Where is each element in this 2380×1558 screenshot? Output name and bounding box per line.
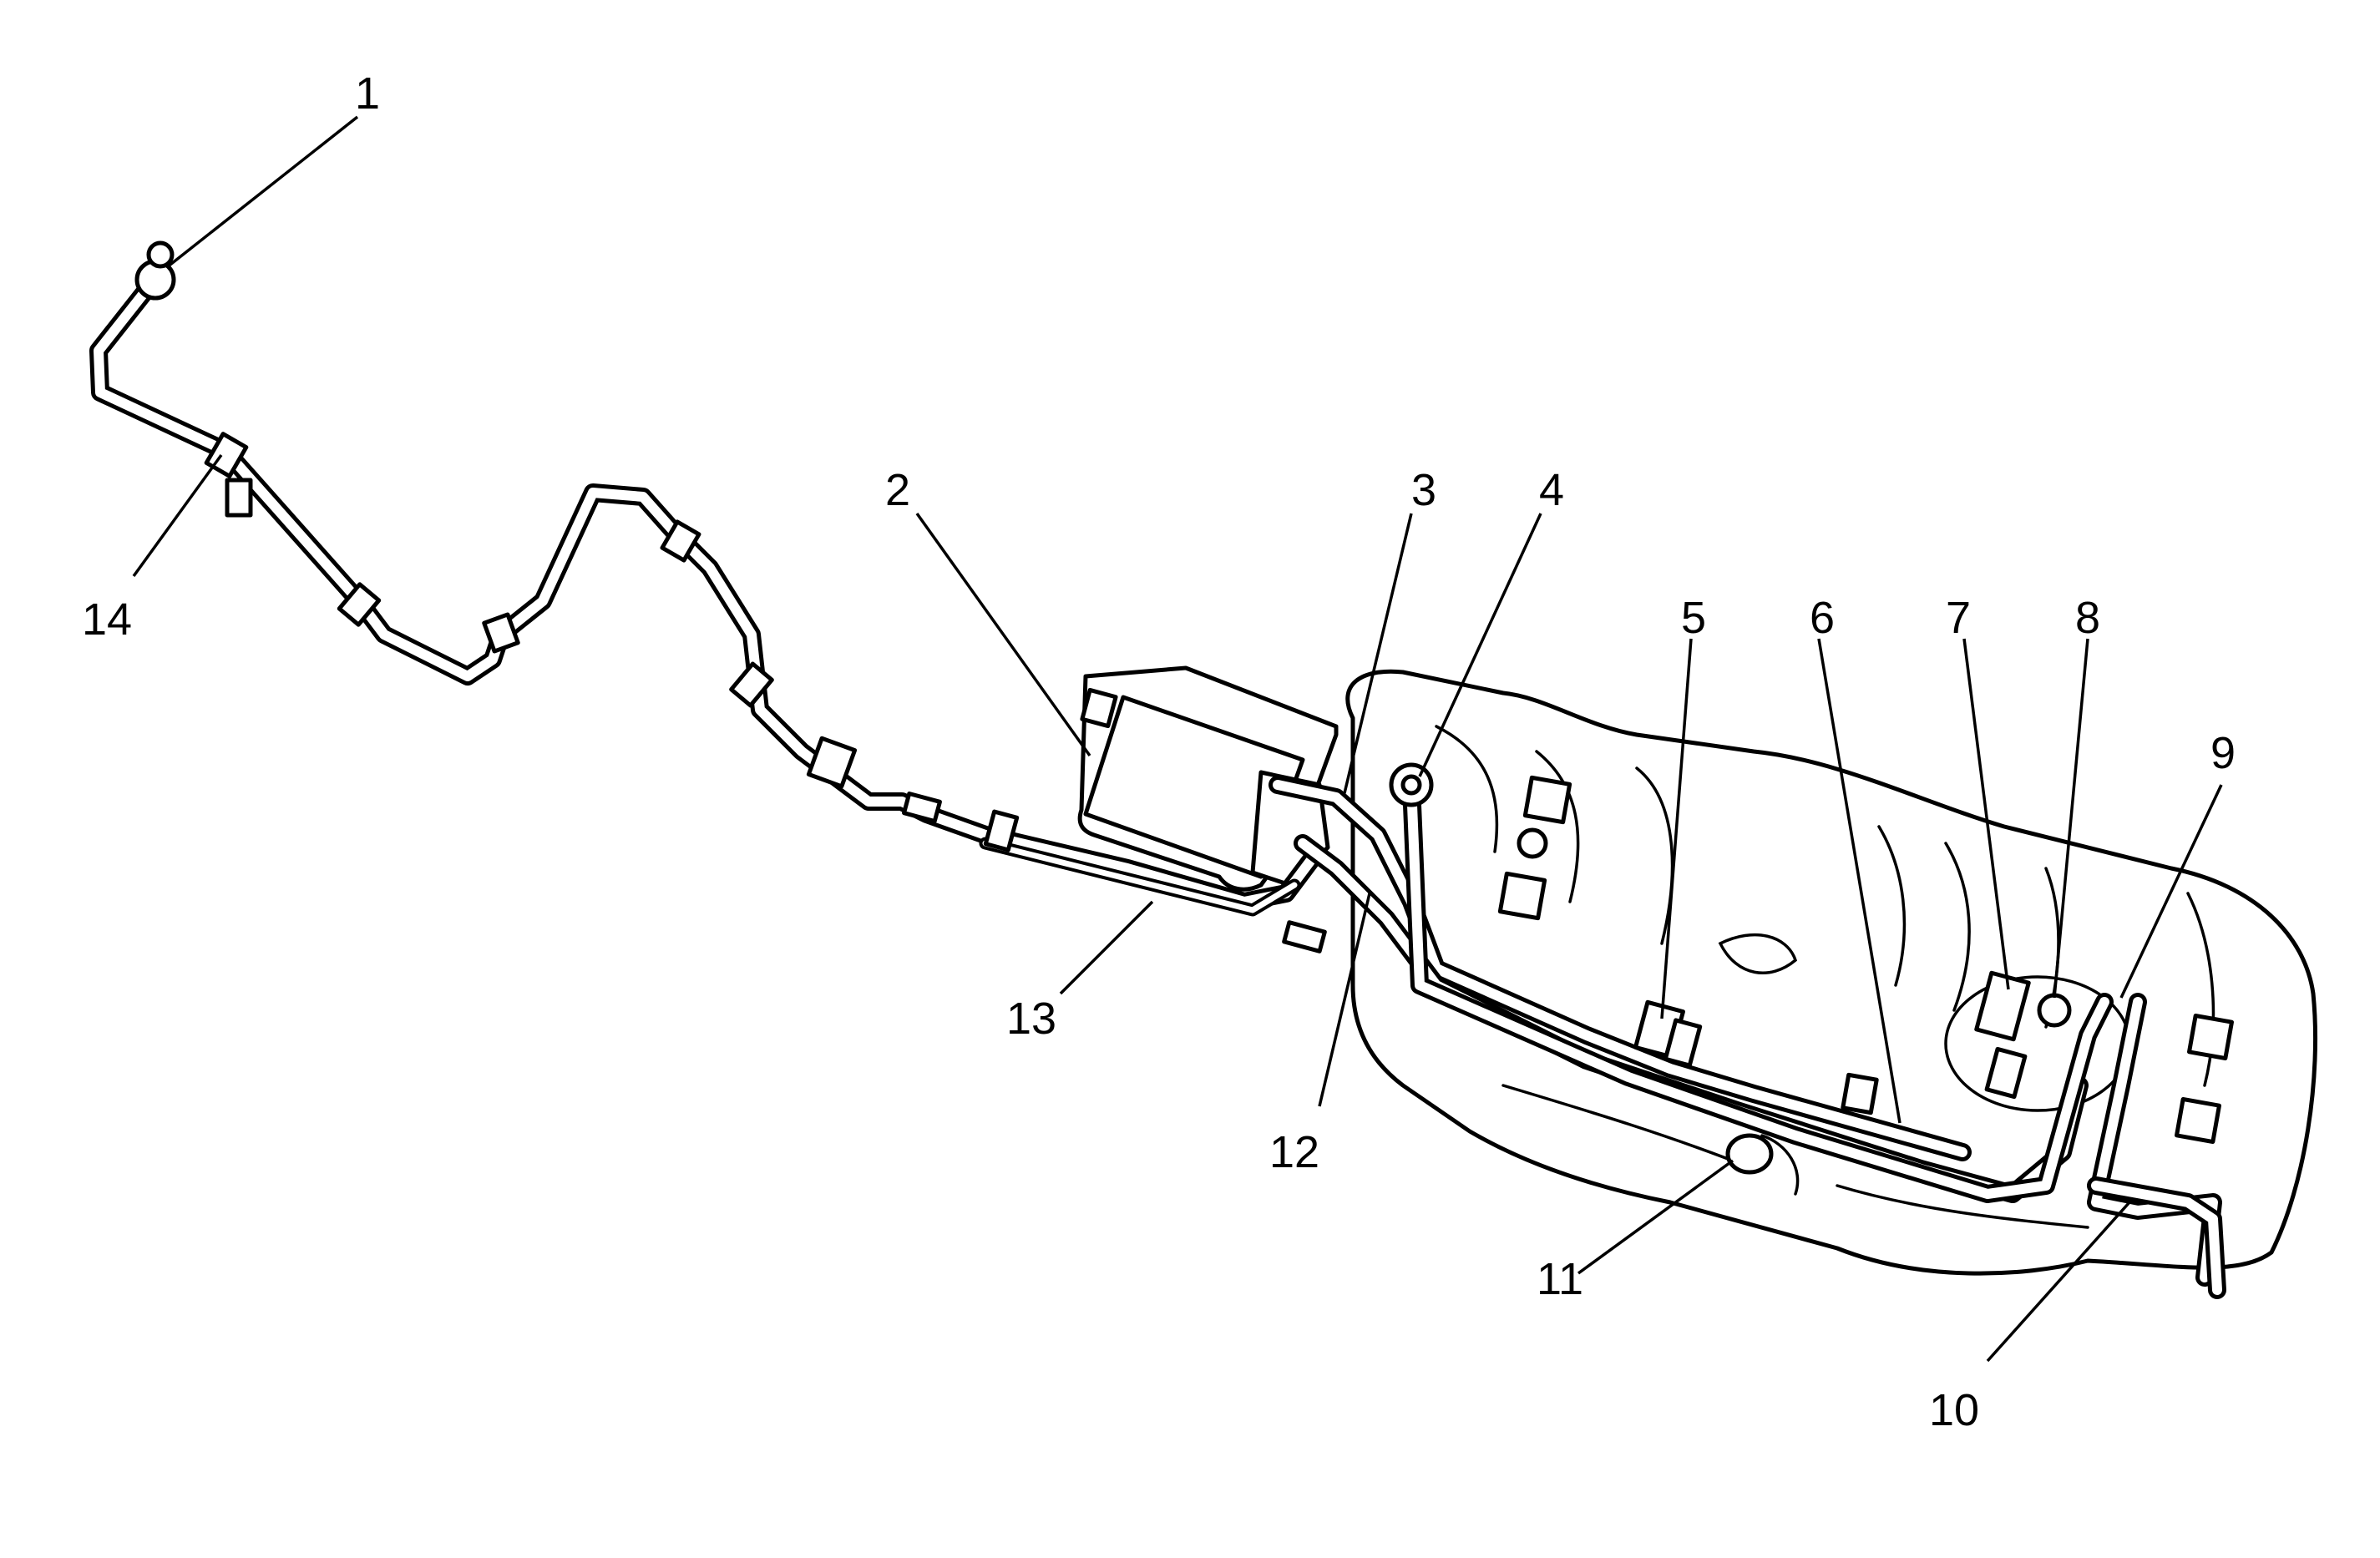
callout-6: 6: [1810, 593, 1835, 643]
callout-9: 9: [2210, 728, 2236, 778]
callout-8: 8: [2075, 593, 2100, 643]
fuel-tank: [1345, 669, 2318, 1276]
callout-1: 1: [355, 68, 380, 119]
callout-labels: 1 2 3 4 5 6 7 8 9 10 11 12 13 14: [82, 68, 2236, 1435]
callout-3: 3: [1411, 465, 1436, 515]
callout-5: 5: [1681, 593, 1706, 643]
callout-7: 7: [1946, 593, 1971, 643]
evap-canister: [1077, 665, 1339, 892]
callout-12: 12: [1269, 1127, 1319, 1177]
callout-10: 10: [1929, 1385, 1979, 1435]
callout-11: 11: [1537, 1254, 1583, 1304]
callout-13: 13: [1006, 994, 1056, 1044]
leader-lines: [132, 115, 2223, 1363]
callout-2: 2: [885, 465, 910, 515]
clips-and-connectors: [134, 240, 2072, 1115]
fuel-lines: [89, 271, 2226, 1299]
callout-4: 4: [1539, 465, 1564, 515]
callout-14: 14: [82, 594, 132, 645]
